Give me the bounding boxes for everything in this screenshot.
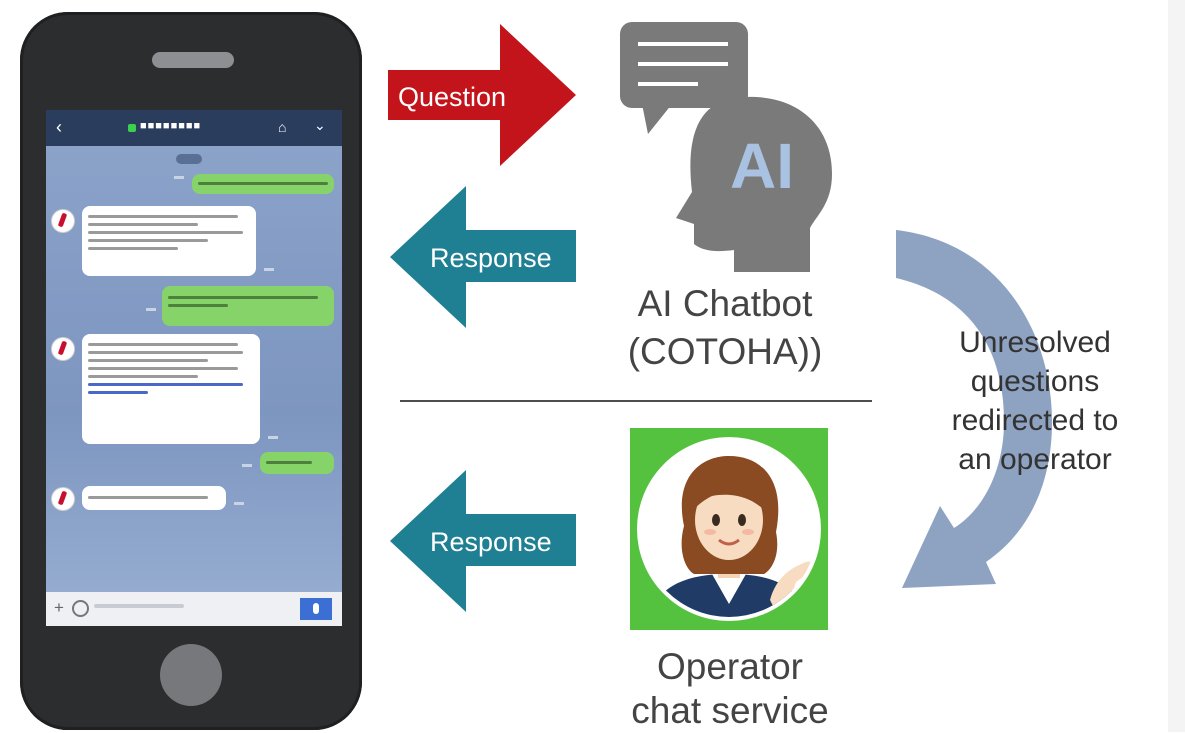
- emoji-icon[interactable]: [72, 600, 89, 617]
- user-message-bubble: [260, 452, 334, 474]
- bot-message-bubble: [82, 486, 226, 510]
- operator-avatar-icon: [637, 437, 821, 621]
- ai-chatbot-caption: AI Chatbot (COTOHA)): [590, 280, 860, 376]
- back-icon[interactable]: ‹: [56, 117, 62, 137]
- response-label-operator: Response: [430, 527, 552, 557]
- divider-line: [400, 400, 872, 402]
- ai-icon-text: AI: [730, 130, 794, 202]
- bot-message-bubble: [82, 334, 260, 444]
- phone-screen: ‹ ■■■■■■■■ ⌂ ⌄: [46, 110, 342, 626]
- bot-avatar: [52, 488, 74, 510]
- message-time: [146, 308, 156, 311]
- ai-chatbot-title: AI Chatbot: [637, 283, 813, 324]
- bot-message-bubble: [82, 206, 256, 276]
- phone-home-button: [160, 644, 222, 706]
- redirect-text: Unresolved questions redirected to an op…: [915, 323, 1155, 479]
- operator-subtitle: chat service: [631, 690, 829, 731]
- smartphone: ‹ ■■■■■■■■ ⌂ ⌄: [20, 12, 362, 730]
- redirect-line-2: questions: [970, 365, 1100, 398]
- response-label-ai: Response: [430, 243, 552, 273]
- message-time: [174, 176, 184, 179]
- chat-header: ‹ ■■■■■■■■ ⌂ ⌄: [46, 110, 342, 146]
- response-arrow-operator: [390, 470, 576, 612]
- account-name-icon: ■■■■■■■■: [140, 120, 202, 132]
- message-time: [264, 268, 274, 271]
- message-input-bar: +: [46, 592, 342, 626]
- message-input[interactable]: [94, 604, 184, 608]
- operator-caption: Operator chat service: [590, 645, 870, 733]
- date-badge: [176, 154, 202, 164]
- redirect-line-3: redirected to: [951, 404, 1119, 437]
- chevron-down-icon[interactable]: ⌄: [314, 117, 326, 133]
- question-arrow: [388, 24, 576, 166]
- home-icon[interactable]: ⌂: [278, 119, 287, 135]
- chat-area: [46, 146, 342, 592]
- right-edge-strip: [1168, 0, 1185, 732]
- response-arrow-ai: [390, 186, 576, 328]
- phone-speaker: [152, 52, 234, 68]
- redirect-line-4: an operator: [958, 443, 1112, 476]
- operator-title: Operator: [656, 646, 803, 687]
- operator-icon: [630, 428, 828, 630]
- redirect-arrow: [896, 230, 1052, 588]
- ai-chatbot-icon: AI: [620, 22, 832, 273]
- bot-avatar: [52, 338, 74, 360]
- user-message-bubble: [162, 286, 334, 326]
- ai-chatbot-subtitle: (COTOHA)): [627, 331, 823, 372]
- plus-icon[interactable]: +: [54, 598, 64, 617]
- microphone-icon[interactable]: [300, 598, 332, 620]
- bot-avatar: [52, 210, 74, 232]
- user-message-bubble: [192, 174, 334, 194]
- message-time: [242, 464, 252, 467]
- redirect-line-1: Unresolved: [959, 326, 1111, 359]
- message-time: [234, 502, 244, 505]
- official-account-badge-icon: [128, 124, 136, 132]
- message-time: [268, 436, 278, 439]
- question-label: Question: [398, 82, 507, 112]
